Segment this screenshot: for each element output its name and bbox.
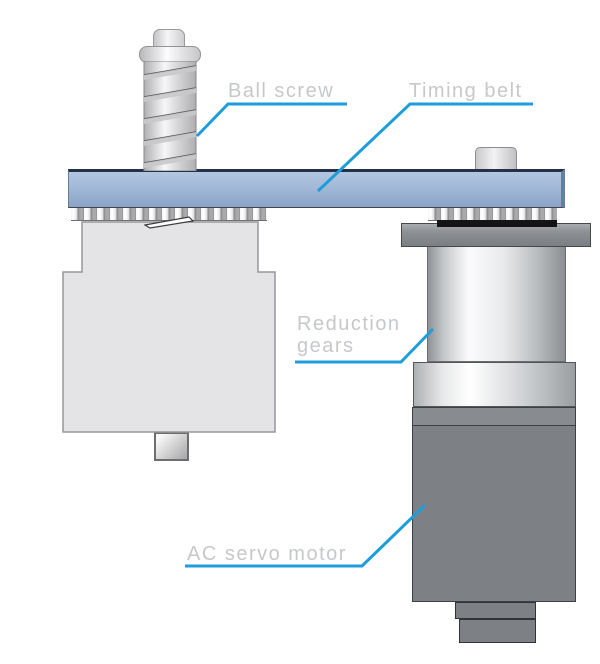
motor-rear-step-1: [455, 602, 536, 619]
ball-screw-label: Ball screw: [228, 80, 335, 102]
ball-screw-slide-body: [62, 221, 276, 433]
ball-screw-leader: [195, 102, 347, 138]
pulley-hub-band: [437, 220, 557, 227]
ac-servo-motor-body: [412, 426, 576, 602]
ac-servo-motor-label: AC servo motor: [187, 543, 347, 565]
motor-rear-step-2: [459, 619, 536, 643]
reduction-gears-label: Reduction gears: [297, 313, 401, 357]
slide-output-shaft: [154, 432, 189, 461]
ball-screw-threaded-shaft: [143, 61, 197, 171]
gearbox-input-shaft: [475, 147, 517, 170]
reduction-gears-housing: [427, 247, 566, 362]
shaft-key-wedge: [144, 216, 195, 229]
timing-belt: [68, 169, 565, 208]
motor-adapter-flange: [413, 362, 576, 407]
timing-belt-label: Timing belt: [409, 80, 523, 102]
motor-front-band: [412, 407, 576, 426]
